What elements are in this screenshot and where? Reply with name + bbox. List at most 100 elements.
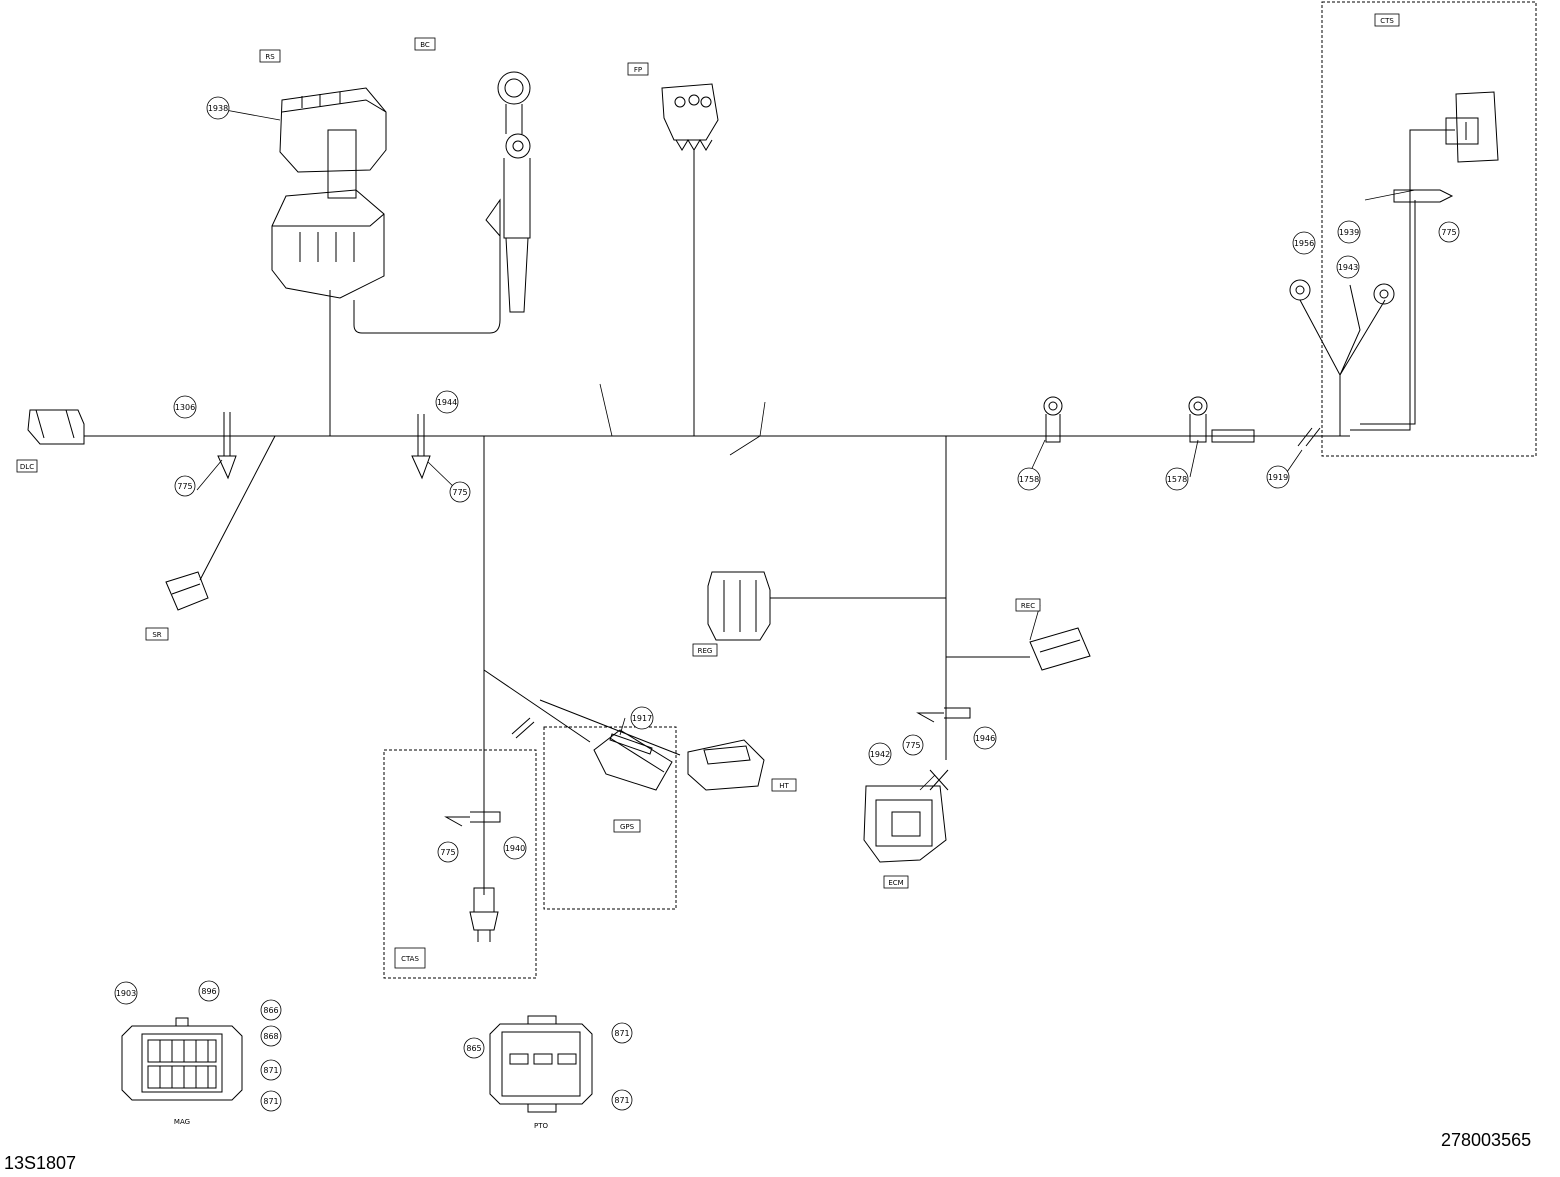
- callout-1944-bubble: [435, 390, 459, 414]
- code-fp-box: [627, 62, 649, 76]
- callout-1940-bubble: [503, 836, 527, 860]
- callout-1956: 1956: [1294, 239, 1314, 248]
- code-reg-box: [692, 643, 718, 657]
- callout-871a-bubble: [260, 1059, 282, 1081]
- lower-center-option-box: [543, 726, 677, 910]
- ground-stud-3: [444, 811, 501, 827]
- code-ht-box: [771, 778, 797, 792]
- coolant-temp-sensor: [469, 887, 499, 942]
- callout-896: 896: [201, 987, 216, 996]
- callout-775c: 775: [1441, 228, 1456, 237]
- ring-terminal-1758: [1043, 396, 1063, 443]
- callout-1917: 1917: [632, 714, 652, 723]
- callout-775a-bubble: [174, 475, 196, 497]
- callout-1946-bubble: [973, 726, 997, 750]
- code-ctas-box: [394, 947, 426, 969]
- callout-1306: 1306: [175, 403, 195, 412]
- leader-lines: [196, 108, 1416, 791]
- right-option-box: [1321, 1, 1537, 457]
- starter-solenoid-connector: [165, 571, 209, 611]
- engine-control-module: [863, 769, 949, 863]
- callout-1943-bubble: [1336, 255, 1360, 279]
- voltage-regulator: [707, 571, 771, 641]
- callout-871a: 871: [263, 1066, 278, 1075]
- code-ctas: CTAS: [401, 955, 419, 963]
- callout-1903-bubble: [114, 981, 138, 1005]
- battery-cable-branch: [353, 220, 501, 334]
- callout-1758-bubble: [1017, 467, 1041, 491]
- callout-896-bubble: [198, 980, 220, 1002]
- code-ecm: ECM: [888, 879, 903, 887]
- callout-775b: 775: [452, 488, 467, 497]
- fuel-pump-connector: [661, 83, 719, 151]
- callout-1306-bubble: [173, 395, 197, 419]
- regulator-branch: [770, 436, 947, 760]
- battery-cable-terminal: [485, 71, 531, 313]
- callout-1578: 1578: [1167, 475, 1187, 484]
- code-gps: GPS: [620, 823, 635, 831]
- callout-871d-bubble: [611, 1089, 633, 1111]
- callout-866: 866: [263, 1006, 278, 1015]
- part-number: 278003565: [1441, 1130, 1532, 1150]
- inline-splice: [511, 717, 653, 755]
- callout-868-bubble: [260, 1025, 282, 1047]
- lower-left-option-box: [383, 749, 537, 979]
- callout-775e-bubble: [437, 841, 459, 863]
- callout-775d-bubble: [902, 734, 924, 756]
- callout-871c: 871: [614, 1029, 629, 1038]
- code-dlc-box: [16, 459, 38, 473]
- starter-solenoid-branch: [199, 435, 276, 581]
- code-ecm-box: [883, 875, 909, 889]
- right-upper-connector: [1445, 91, 1499, 163]
- harness-adapter-connector: [687, 739, 765, 791]
- callout-775d: 775: [905, 741, 920, 750]
- code-ht: HT: [779, 782, 789, 790]
- ground-stud-4: [916, 707, 971, 723]
- callout-868: 868: [263, 1032, 278, 1041]
- callout-1939: 1939: [1339, 228, 1359, 237]
- relay-fuse-box: [271, 87, 387, 299]
- right-fork-branch: [1299, 284, 1386, 436]
- callout-1940: 1940: [505, 844, 525, 853]
- callout-1956-bubble: [1292, 231, 1316, 255]
- callout-1938: 1938: [208, 104, 228, 113]
- code-rs: RS: [265, 53, 275, 61]
- callout-1942-bubble: [868, 742, 892, 766]
- code-bc: BC: [420, 41, 430, 49]
- code-bc-box: [414, 37, 436, 51]
- callout-871b: 871: [263, 1097, 278, 1106]
- callout-1946: 1946: [975, 734, 995, 743]
- callout-775c-bubble: [1438, 221, 1460, 243]
- callout-1938-bubble: [206, 96, 230, 120]
- callout-775b-bubble: [449, 481, 471, 503]
- callout-1903: 1903: [116, 989, 136, 998]
- rec-connector: [1029, 627, 1091, 671]
- code-sr: SR: [152, 631, 161, 639]
- callout-1578-bubble: [1165, 467, 1189, 491]
- callout-1919: 1919: [1268, 473, 1288, 482]
- callout-871b-bubble: [260, 1090, 282, 1112]
- pto-connector-face: [489, 1015, 593, 1113]
- callout-1944: 1944: [437, 398, 457, 407]
- code-rec-box: [1015, 598, 1041, 612]
- code-dlc: DLC: [20, 463, 34, 471]
- mag-connector-face: [121, 1017, 243, 1101]
- code-fp: FP: [634, 66, 642, 74]
- callout-1758: 1758: [1019, 475, 1039, 484]
- ground-stud-2: [411, 414, 431, 480]
- fork-ring-terminals: [1289, 279, 1395, 305]
- ground-stud-1: [217, 412, 237, 480]
- code-pto: PTO: [534, 1122, 548, 1130]
- code-reg: REG: [698, 647, 713, 655]
- callout-775a: 775: [177, 482, 192, 491]
- callout-1939-bubble: [1337, 220, 1361, 244]
- code-rs-box: [259, 49, 281, 63]
- code-sr-box: [145, 627, 169, 641]
- harness-break-mark: [1297, 427, 1321, 447]
- callout-1919-bubble: [1266, 465, 1290, 489]
- callout-775e: 775: [440, 848, 455, 857]
- gps-connector: [593, 729, 673, 791]
- illustration-code: 13S1807: [4, 1153, 77, 1173]
- callout-1917-bubble: [630, 706, 654, 730]
